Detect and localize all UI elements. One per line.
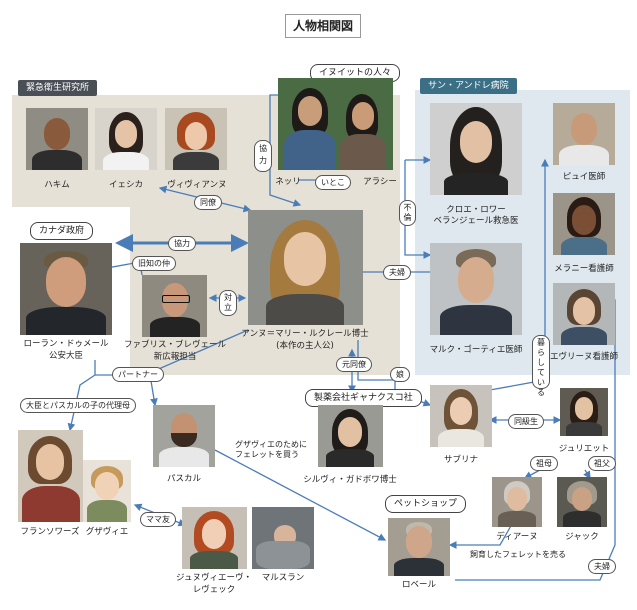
name-sabrina: サブリナ (444, 455, 478, 466)
portrait-sabrina (430, 385, 492, 447)
portrait-anne-marie (248, 210, 363, 325)
name-fabrice: ファブリス・ブレヴェール (124, 340, 226, 351)
portrait-melanie (553, 193, 615, 255)
portrait-fabrice (142, 275, 207, 337)
name-pascal: パスカル (167, 474, 201, 485)
portrait-marc (430, 243, 522, 335)
rel-colleague: 同僚 (194, 195, 222, 210)
name-genevieve-2: レヴェック (193, 585, 236, 596)
group-label-petshop: ペットショップ (385, 495, 466, 513)
rel-sells-ferret: 飼育したフェレットを売る (470, 550, 566, 560)
name-jacques: ジャック (565, 532, 599, 543)
portrait-diane (492, 477, 542, 527)
name-juliette: ジュリエット (559, 444, 609, 455)
name-anne-marie-note: (本作の主人公) (276, 341, 334, 352)
rel-former-colleague: 元同僚 (336, 357, 372, 372)
rel-cousin: いとこ (315, 175, 351, 190)
rel-surrogate: 大臣とパスカルの子の代理母 (20, 398, 136, 413)
portrait-sylvie (318, 405, 383, 467)
rel-conflict: 対立 (219, 290, 237, 316)
rel-affair: 不倫 (399, 200, 416, 226)
portrait-laurent (20, 243, 112, 335)
name-anne-marie: アンヌ＝マリー・ルクレール博士 (241, 329, 368, 340)
portrait-inuit (278, 78, 393, 170)
name-marc: マルク・ゴーティエ医師 (430, 345, 523, 356)
name-evelyne: エヴリーヌ看護師 (550, 352, 618, 363)
portrait-evelyne (553, 283, 615, 345)
name-fabrice-title: 新広報担当 (154, 352, 197, 363)
name-genevieve: ジュヌヴィエーヴ・ (176, 573, 252, 584)
rel-cooperation-inuit: 協力 (254, 140, 272, 172)
portrait-jacques (557, 477, 607, 527)
name-hakim: ハキム (44, 180, 70, 191)
portrait-hakim (26, 108, 88, 170)
portrait-piui (553, 103, 615, 165)
name-vivian: ヴィヴィアンヌ (167, 180, 226, 191)
name-robert: ロベール (402, 580, 436, 591)
portrait-gustave (83, 460, 131, 522)
portrait-vivian (165, 108, 227, 170)
name-nelly: ネッリ (275, 177, 301, 188)
portrait-pascal (153, 405, 215, 467)
name-marslan: マルスラン (262, 573, 305, 584)
name-francoise: フランソワーズ (20, 527, 79, 538)
chart-title: 人物相関図 (285, 14, 361, 38)
rel-cooperation-gov: 協力 (168, 236, 196, 251)
name-melanie: メラニー看護師 (554, 264, 614, 275)
rel-partner: パートナー (112, 367, 164, 382)
rel-grandfather: 祖父 (588, 456, 616, 471)
rel-married-robert: 夫婦 (588, 559, 616, 574)
group-label-emergency: 緊急衛生研究所 (18, 80, 97, 96)
rel-mom-friends: ママ友 (140, 512, 176, 527)
name-diane: ディアーヌ (496, 532, 537, 543)
portrait-francoise (18, 430, 83, 522)
name-gustave: グザヴィエ (86, 527, 129, 538)
name-laurent-title: 公安大臣 (49, 351, 83, 362)
name-piui: ピュイ医師 (563, 172, 606, 183)
rel-married: 夫婦 (383, 265, 411, 280)
portrait-isika (95, 108, 157, 170)
rel-buys-ferret: グザヴィエのためにフェレットを買う (235, 440, 307, 460)
rel-grandmother: 祖母 (530, 456, 558, 471)
name-laurent: ローラン・ドゥメール (23, 339, 108, 350)
portrait-chloe (430, 103, 522, 195)
rel-old-friends: 旧知の仲 (132, 256, 176, 271)
rel-living-with: 暮らしている (532, 335, 550, 389)
portrait-juliette (560, 388, 608, 436)
name-sylvie: シルヴィ・ガドボワ博士 (303, 475, 397, 486)
name-chloe: クロエ・ロワーベランジェール救急医 (433, 205, 518, 227)
portrait-robert (388, 518, 450, 576)
name-isika: イェシカ (109, 180, 143, 191)
name-arashi: アラシー (363, 177, 397, 188)
rel-classmates: 同級生 (508, 414, 544, 429)
portrait-marslan (252, 507, 314, 569)
portrait-genevieve (182, 507, 247, 569)
group-label-canada: カナダ政府 (30, 222, 93, 240)
group-label-hospital: サン・アンドレ病院 (420, 78, 517, 94)
rel-daughter: 娘 (390, 367, 410, 382)
